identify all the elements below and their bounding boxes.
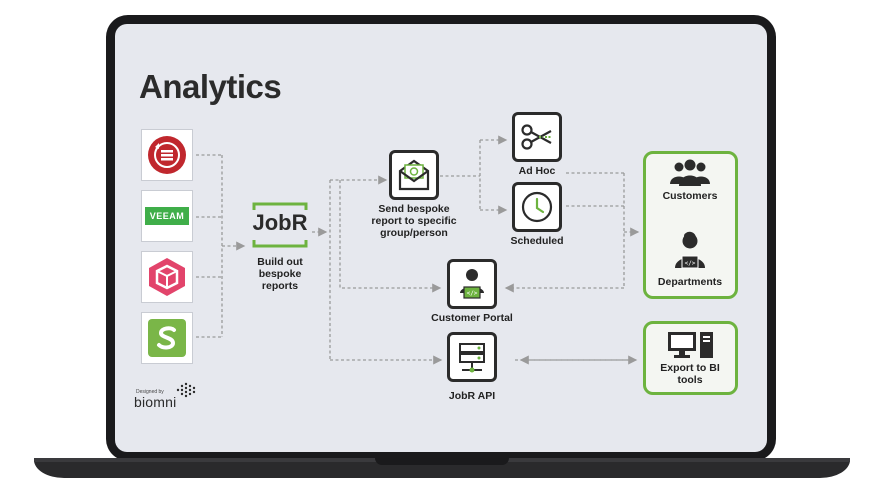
departments-label: Departments <box>657 276 723 288</box>
jobr-logo-brackets-icon <box>252 202 308 248</box>
laptop-base <box>34 458 850 478</box>
send-report-label: Send bespoke report to specific group/pe… <box>371 203 457 239</box>
hexagon-box-logo-icon <box>149 258 185 296</box>
customer-portal-label: Customer Portal <box>431 312 513 324</box>
circular-arrows-logo-icon <box>148 136 186 174</box>
scheduled-label: Scheduled <box>510 235 564 247</box>
departments-icon: </> <box>672 230 708 274</box>
customer-portal-node: </> <box>447 259 497 309</box>
s-logo-icon <box>148 319 186 357</box>
jobr-api-node <box>447 332 497 382</box>
ad-hoc-label: Ad Hoc <box>518 165 556 177</box>
scissors-icon <box>521 124 552 150</box>
scheduled-node <box>512 182 562 232</box>
export-bi-label: Export to BI tools <box>660 362 720 386</box>
build-out-label: Build out bespoke reports <box>257 256 303 292</box>
jobr-logo: JobR <box>248 202 312 248</box>
source-tile-4 <box>141 312 193 364</box>
veeam-logo: VEEAM <box>145 207 189 225</box>
email-envelope-icon <box>398 159 430 191</box>
biomni-logo-text: biomni <box>134 394 177 410</box>
svg-text:</>: </> <box>467 290 478 297</box>
server-icon <box>459 343 485 373</box>
computer-tower-icon <box>666 330 716 360</box>
send-report-node <box>389 150 439 200</box>
customers-icon <box>668 158 712 190</box>
source-tile-1 <box>141 129 193 181</box>
laptop-notch <box>375 458 509 465</box>
jobr-api-label: JobR API <box>448 390 496 402</box>
user-laptop-icon: </> <box>460 269 484 299</box>
svg-text:</>: </> <box>685 260 696 267</box>
jobr-logo-text: JobR <box>252 210 308 235</box>
source-tile-3 <box>141 251 193 303</box>
designed-by-text: Designed by <box>136 389 164 395</box>
source-tile-veeam: VEEAM <box>141 190 193 242</box>
ad-hoc-node <box>512 112 562 162</box>
audience-group-box <box>643 151 738 299</box>
clock-icon <box>521 191 553 223</box>
page-title: Analytics <box>139 68 282 105</box>
customers-label: Customers <box>662 190 718 202</box>
biomni-dots-icon <box>176 382 198 398</box>
